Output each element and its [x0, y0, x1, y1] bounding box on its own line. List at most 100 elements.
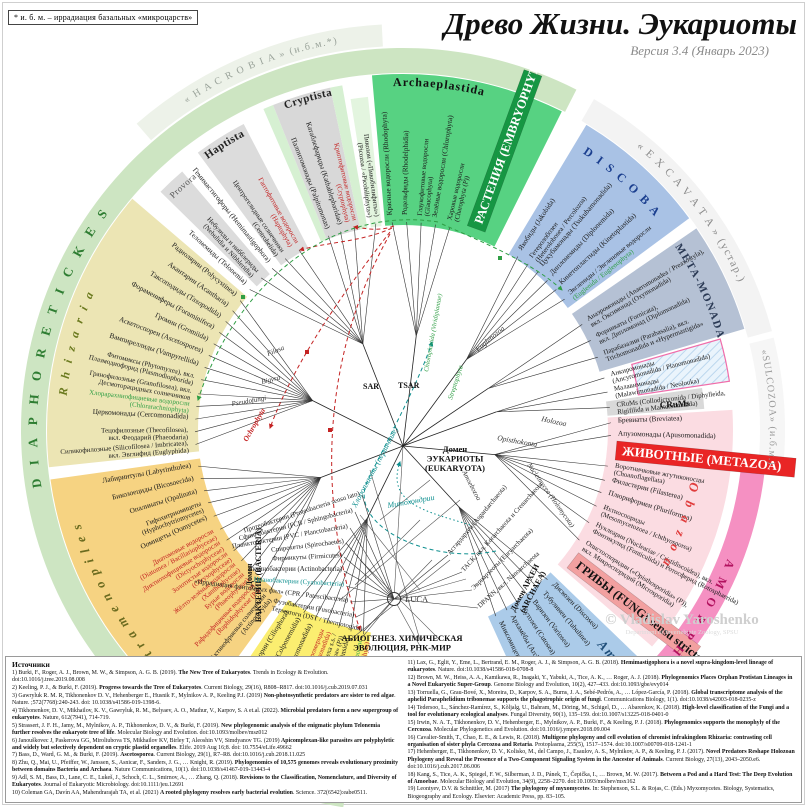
branch-leaf: [415, 224, 436, 336]
branch-leaf: [194, 400, 313, 433]
endosymbiosis-event-marker: [241, 295, 245, 299]
sector-picozoa: [350, 96, 382, 228]
branch-leaf: [314, 517, 368, 619]
branch-stramenopiles: [320, 445, 404, 478]
branch-archaeplastida: [402, 335, 417, 447]
reference-item: 11) Lax, G., Eglit, Y., Eme, L., Bertran…: [407, 660, 774, 674]
branch-rhizaria: [312, 400, 404, 447]
reference-item: 3) Gawryluk R. M. R, Tikhonenkov D. V., …: [12, 692, 396, 707]
reference-item: 7) Bass, D., Ward, G. M., & Burki, F. (2…: [12, 752, 306, 759]
band-hacrobia-band: [136, 24, 383, 141]
reference-item: 14) Tedersoo, L., Sánchez-Ramírez, S., K…: [407, 704, 790, 718]
branch-leaf: [458, 506, 508, 611]
sources-panel: Источники 1) Burki, F., Roger, A. J., Br…: [5, 656, 802, 803]
branch-leaf: [225, 321, 313, 401]
branch-leaf: [213, 477, 321, 517]
branch-leaf: [226, 477, 321, 541]
branch-leaf: [466, 256, 519, 360]
bacteria-taxon-label: Фирмикуты (Firmicutes): [272, 552, 342, 563]
reference-item: 13) Torruella, G., Grau-Bové, X., Moreir…: [407, 689, 783, 704]
branch-leaf: [198, 465, 321, 478]
branch-annotation: CRuMs: [659, 398, 690, 410]
branch-leaf: [406, 222, 417, 336]
branch-discoba: [402, 359, 467, 447]
basal-web-line: [393, 598, 421, 647]
branch-leaf: [249, 289, 363, 345]
branch-leaf: [204, 367, 313, 401]
reference-item: 15) Irwin, N. A. T., Tikhonenkov, D. V.,…: [407, 719, 780, 733]
branch-bacteria: [349, 598, 395, 603]
branch-archaea: [393, 598, 479, 609]
band-excavata-band: [581, 99, 772, 338]
branch-bacteria: [345, 542, 395, 600]
branch-leaf: [466, 271, 539, 360]
branch-leaf: [303, 517, 368, 613]
taxon-label: Бревиаты (Breviatea): [618, 413, 683, 424]
branch-leaf: [200, 477, 321, 479]
reference-item: 19) Leontyev, D.V. & Schnittler, M. (201…: [407, 786, 775, 800]
endosymbiosis-arrow: [196, 219, 439, 401]
basal-web-line: [359, 514, 421, 591]
sources-column-left: Источники 1) Burki, F., Roger, A. J., Br…: [12, 660, 400, 799]
branch-bacteria: [343, 570, 395, 600]
reference-item: 16) Cavalier-Smith, T., Chao, E. E., & L…: [407, 734, 772, 748]
branch-leaf: [458, 506, 497, 617]
branch-archaea: [393, 554, 449, 600]
branch-leaf: [292, 517, 368, 607]
branch-alveolata: [367, 445, 404, 519]
branch-leaf: [488, 340, 591, 389]
branch-leaf: [271, 268, 364, 345]
basal-web-line: [393, 445, 404, 600]
branch-bacteria: [363, 598, 395, 632]
basal-web-line: [359, 598, 395, 641]
branch-annotation: Filosa: [265, 344, 286, 359]
branch-leaf: [362, 223, 377, 344]
sector-stramenopiles: [50, 458, 283, 719]
branch-leaf: [458, 506, 548, 580]
branch-leaf: [494, 454, 608, 467]
branch-leaf: [494, 422, 611, 455]
basal-web-line: [379, 479, 431, 521]
branch-leaf: [260, 277, 364, 345]
branch-obazoa: [402, 445, 495, 455]
reference-item: 9) Adl, S. M., Bass, D., Lane, C. E., Lu…: [12, 775, 397, 789]
branch-leaf: [466, 289, 557, 360]
branch-leaf: [494, 454, 602, 493]
branch-leaf: [326, 517, 368, 624]
branch-leaf: [350, 518, 368, 632]
branch-leaf: [458, 506, 519, 604]
reference-item: 1) Burki, F., Roger, A. J., Brown, M. W.…: [12, 670, 329, 684]
branch-leaf: [195, 400, 313, 420]
branch-leaf: [494, 454, 605, 481]
endosymbiosis-arrow: [269, 231, 391, 429]
branch-leaf: [232, 310, 313, 401]
branch-archaea: [393, 571, 463, 600]
sector-provora: [160, 171, 270, 287]
bacteria-taxon-label: Актинобактерии (Actinobacteria): [248, 566, 342, 573]
branch-leaf: [284, 258, 364, 345]
branch-annotation: TSAR: [398, 381, 420, 390]
branch-leaf: [204, 477, 321, 492]
branch-leaf: [496, 391, 608, 413]
branch-bacteria: [349, 527, 395, 600]
sector-cryptista-edge2: [330, 85, 368, 230]
branch-leaf: [241, 477, 321, 562]
branch-leaf: [208, 477, 321, 504]
taxon-label: Тецофилозные (Thecofilosea),вкл. Феодари…: [101, 427, 188, 442]
branch-sulcozoa-zone: [402, 411, 497, 447]
branch-annotation: Euglenozoa: [473, 324, 507, 354]
branch-annotation: Opisthokonta: [497, 433, 539, 449]
basal-web-line: [393, 578, 467, 600]
branch-amoebozoa: [402, 445, 460, 508]
branch-leaf: [494, 454, 597, 507]
animals-banner: ЖИВОТНЫЕ (METAZOA): [614, 440, 797, 478]
branch-leaf: [466, 280, 548, 360]
branch-annotation: SAR: [363, 382, 379, 391]
branch-bacteria: [343, 556, 395, 600]
domain-bacteria-label: ДоменБАКТЕРИИ (BACTERIA): [245, 528, 263, 623]
sector-metamonada: [571, 228, 745, 372]
branch-leaf: [239, 300, 313, 401]
